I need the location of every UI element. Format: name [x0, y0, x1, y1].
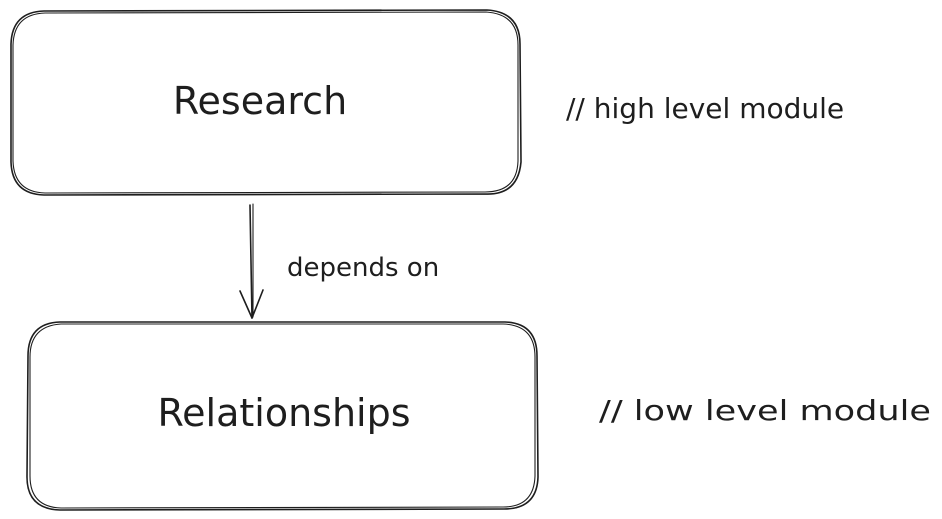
- relationships-node-label: Relationships: [157, 391, 410, 435]
- relationships-node-border-overstroke: [29, 323, 536, 509]
- research-node-border: [10, 9, 522, 196]
- arrow-head: [239, 289, 264, 319]
- research-node-border-overstroke: [12, 11, 519, 194]
- relationships-note: // low level module: [599, 394, 931, 427]
- research-node-label: Research: [173, 79, 347, 123]
- research-note: // high level module: [566, 92, 844, 125]
- dependency-arrow: [239, 203, 264, 319]
- relationships-node-border: [26, 321, 539, 511]
- arrow-shaft: [249, 204, 253, 319]
- edge-label: depends on: [287, 253, 439, 283]
- research-node[interactable]: Research: [10, 9, 522, 196]
- relationships-node[interactable]: Relationships: [26, 321, 539, 511]
